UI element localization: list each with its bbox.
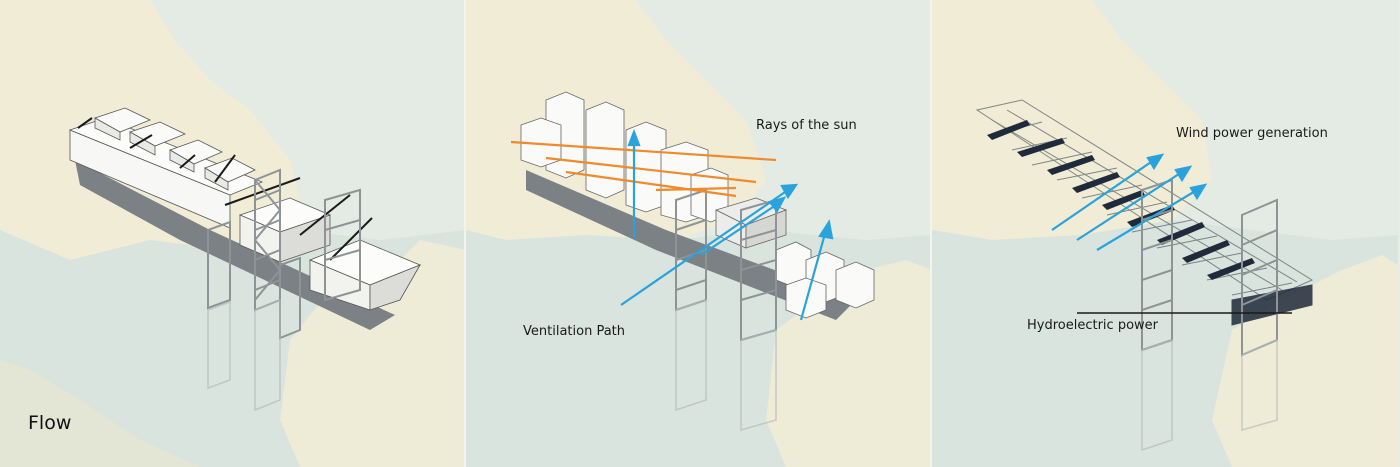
wind-arrows: [1051, 153, 1208, 251]
label-ventilation-path: Ventilation Path: [523, 324, 626, 339]
label-wind-power-generation: Wind power generation: [1176, 126, 1328, 141]
hydro-dam: [1231, 284, 1313, 326]
mountain-right: [1212, 255, 1398, 467]
sun-ventilation-illustration: [466, 0, 930, 467]
sun-rays: [510, 140, 777, 198]
mountain-left: [932, 0, 1212, 240]
panel-wind-hydro: Wind power generation Hydroelectric powe…: [932, 0, 1398, 467]
panel-sun-ventilation: Rays of the sun Ventilation Path: [466, 0, 932, 467]
label-hydroelectric-power: Hydroelectric power: [1027, 318, 1159, 333]
flow-illustration: [0, 0, 464, 467]
caption-flow: Flow: [28, 412, 72, 434]
panel-flow: Flow: [0, 0, 466, 467]
wind-hydro-illustration: [932, 0, 1398, 467]
airflow-arrows: [620, 128, 834, 321]
label-rays-of-the-sun: Rays of the sun: [756, 118, 857, 133]
